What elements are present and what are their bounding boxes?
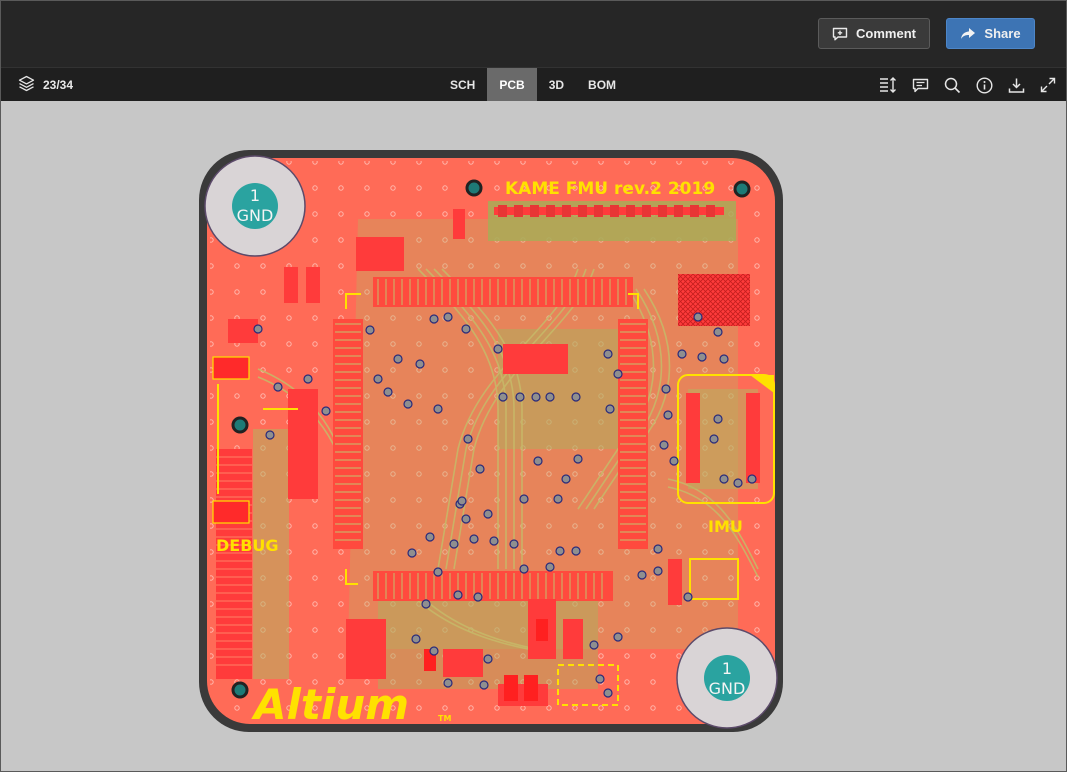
imu-silkscreen: IMU	[708, 517, 743, 536]
search-icon[interactable]	[942, 75, 962, 95]
comment-button[interactable]: Comment	[818, 18, 930, 49]
right-tools	[878, 68, 1058, 102]
page-counter: 23/34	[43, 78, 74, 92]
comment-plus-icon	[832, 27, 848, 41]
gnd-pad-number: 1	[722, 659, 732, 678]
share-arrow-icon	[960, 27, 976, 40]
debug-silkscreen: DEBUG	[216, 536, 279, 555]
gnd-pad-net: GND	[237, 206, 274, 225]
gnd-pad-number: 1	[250, 186, 260, 205]
fullscreen-icon[interactable]	[1038, 75, 1058, 95]
hatched-copper-area	[678, 274, 750, 326]
tab-sch[interactable]: SCH	[450, 78, 476, 92]
mount-hole	[231, 681, 249, 699]
trademark-mark: TM	[438, 714, 451, 723]
tab-pcb[interactable]: PCB	[487, 68, 537, 102]
tab-3d[interactable]: 3D	[548, 78, 565, 92]
view-sort-icon[interactable]	[878, 75, 898, 95]
comment-button-label: Comment	[856, 26, 916, 41]
share-button[interactable]: Share	[946, 18, 1035, 49]
gnd-pad-top-left[interactable]: 1 GND	[204, 155, 306, 257]
layers-icon	[18, 75, 35, 95]
share-button-label: Share	[984, 26, 1021, 41]
gnd-pad-bottom-right[interactable]: 1 GND	[676, 627, 778, 729]
view-toolbar: 23/34 SCH PCB 3D BOM	[1, 67, 1066, 102]
mount-hole	[733, 180, 751, 198]
view-tabs: SCH PCB 3D BOM	[438, 68, 628, 102]
mount-hole	[465, 179, 483, 197]
layer-selector[interactable]: 23/34	[18, 68, 73, 102]
board-title-silkscreen: KAME FMU rev.2 2019	[505, 179, 715, 199]
pcb-board[interactable]: 1 GND 1 GND KAME FMU rev.2 2019 DEBUG IM…	[198, 149, 784, 733]
mount-hole	[231, 416, 249, 434]
download-icon[interactable]	[1006, 75, 1026, 95]
tab-bom[interactable]: BOM	[588, 78, 617, 92]
top-header: Comment Share	[1, 1, 1066, 67]
altium-logo: Altium	[251, 680, 409, 729]
pcb-canvas[interactable]: 1 GND 1 GND KAME FMU rev.2 2019 DEBUG IM…	[1, 101, 1066, 771]
gnd-pad-net: GND	[709, 679, 746, 698]
comments-icon[interactable]	[910, 75, 930, 95]
info-icon[interactable]	[974, 75, 994, 95]
